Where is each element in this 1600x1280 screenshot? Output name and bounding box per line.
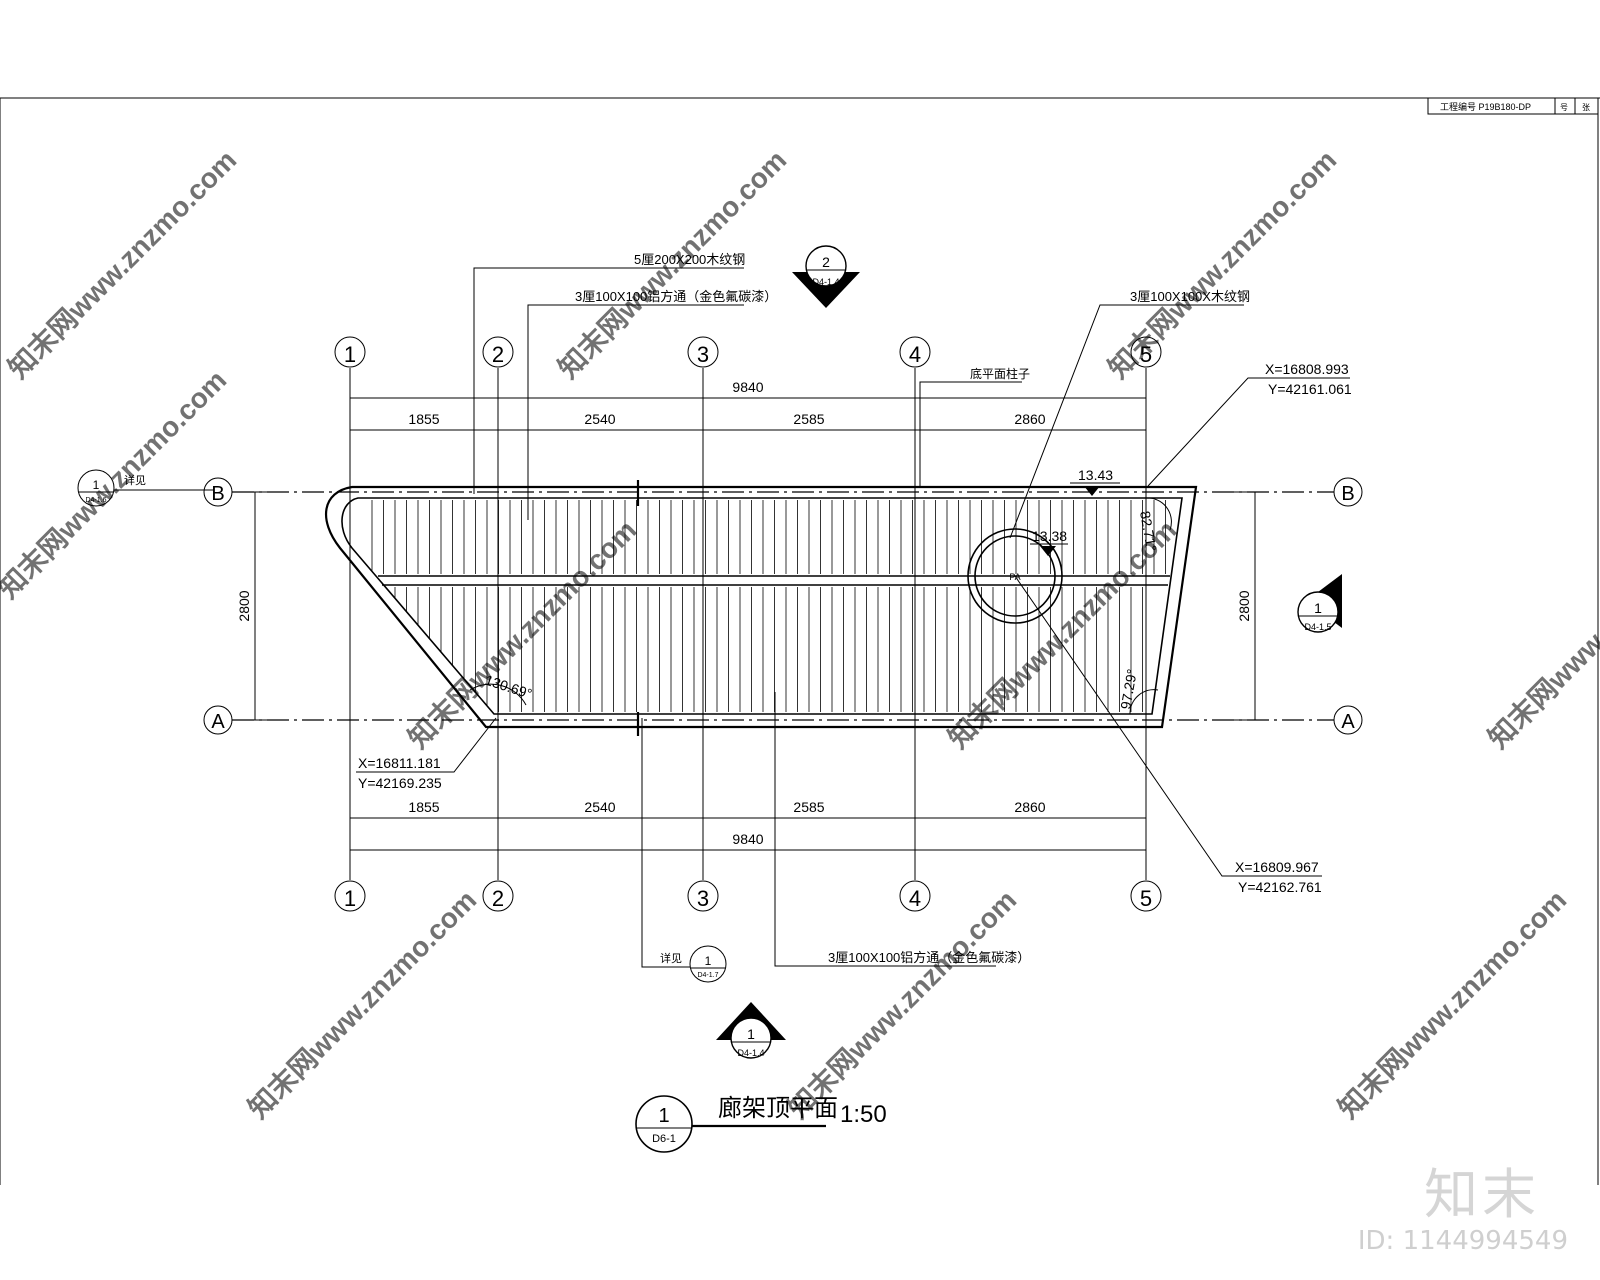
detail-ref: D4-1.6 [85,497,106,504]
callouts: 5厘200X200木纹钢 3厘100X100铝方通（金色氟碳漆） 3厘100X1… [356,252,1352,967]
dim-text: 2800 [236,590,252,621]
title-cell-a: 号 [1560,103,1568,112]
section-num: 1 [747,1026,755,1042]
dimension-lines: 9840 1855 2540 2585 2860 1855 2540 2585 … [236,379,1262,851]
detail-num: 1 [705,954,712,968]
angle-text: 130.69° [483,672,534,702]
watermark: 知末网www.znzmo.com [1482,513,1600,754]
level-text: 13.38 [1032,528,1067,544]
dim-text: 1855 [408,411,439,427]
watermark: 知末网www.znzmo.com [1332,883,1573,1124]
coord-text: X=16811.181 [358,755,441,771]
dim-text: 2860 [1014,411,1045,427]
axis-label: 3 [697,886,709,911]
section-ref: D4-1.5 [1304,622,1331,632]
section-ref: D4-1.4 [812,277,839,287]
callout-text: 底平面柱子 [970,366,1030,381]
level-text: 13.43 [1078,467,1113,483]
column-label: PA [1009,572,1020,582]
title-name: 廊架顶平面 [718,1095,838,1122]
callout-text: 5厘200X200木纹钢 [634,252,745,267]
see-detail-text: 详见 [124,473,146,487]
coord-text: Y=42162.761 [1238,879,1322,895]
dim-text: 2585 [793,799,824,815]
column-bubbles-bottom: 1 2 3 4 5 [334,880,1162,912]
axis-label: 1 [344,886,356,911]
axis-label: 5 [1140,886,1152,911]
axis-label: A [211,711,225,733]
callout-text: 3厘100X100X木纹钢 [1130,289,1250,304]
dim-text: 2540 [584,799,615,815]
sheet-frame: 工程编号 P19B180-DP 号 张 [0,97,1600,1185]
drawing-title: 1 D6-1 廊架顶平面 1:50 [635,1095,887,1153]
title-ref: D6-1 [652,1133,676,1145]
section-mark-top: 2 D4-1.4 [792,245,860,308]
watermark: 知末网www.znzmo.com [0,363,232,604]
watermark: 知末网www.znzmo.com [402,513,643,754]
watermark-layer: 知末网www.znzmo.com 知末网www.znzmo.com 知末网www… [0,143,1600,1124]
detail-mark-left: 1 D4-1.6 详见 [77,469,214,507]
dim-text: 1855 [408,799,439,815]
project-code: 工程编号 P19B180-DP [1440,101,1531,112]
dim-text: 2540 [584,411,615,427]
section-mark-right: 1 D4-1.5 [1297,574,1342,633]
axis-label: B [211,483,224,505]
axis-label: 5 [1140,342,1152,367]
grid-axes [232,368,1334,880]
title-num: 1 [658,1105,669,1127]
axis-label: 2 [492,886,504,911]
dim-text: 2800 [1236,590,1252,621]
dim-text: 9840 [732,831,763,847]
roof-slats [371,500,1166,712]
level-marks: 13.43 13.38 [1030,467,1120,556]
watermark: 知末网www.znzmo.com [1102,143,1343,384]
axis-label: 4 [909,886,921,911]
dim-text: 9840 [732,379,763,395]
brand-id: ID: 1144994549 [1357,1226,1568,1256]
trellis-roof: PA [324,480,1198,736]
section-num: 1 [1314,600,1322,616]
title-cell-b: 张 [1582,103,1590,112]
angle-text: 82.71° [1137,510,1160,553]
brand-logo: 知末 [1424,1163,1540,1226]
dim-text: 2860 [1014,799,1045,815]
column-bubbles-top: 1 2 3 4 5 [334,336,1162,368]
dim-text: 2585 [793,411,824,427]
see-detail-text: 详见 [660,951,682,965]
title-scale: 1:50 [840,1101,887,1128]
axis-label: 2 [492,342,504,367]
coord-text: X=16808.993 [1265,361,1349,377]
detail-num: 1 [93,478,100,492]
section-num: 2 [822,254,830,270]
section-ref: D4-1.4 [737,1048,764,1058]
axis-label: 4 [909,342,921,367]
watermark: 知末网www.znzmo.com [782,883,1023,1124]
section-mark-bottom: 1 D4-1.4 [716,1002,786,1059]
detail-mark-bottom: 1 D4-1.7 详见 [641,718,727,983]
coord-text: X=16809.967 [1235,859,1319,875]
callout-text: 3厘100X100铝方通（金色氟碳漆） [828,950,1030,965]
row-bubbles: B A B A [203,477,1363,735]
callout-text: 3厘100X100铝方通（金色氟碳漆） [575,289,777,304]
axis-label: 1 [344,342,356,367]
watermark: 知末网www.znzmo.com [2,143,243,384]
axis-label: A [1341,711,1355,733]
axis-label: B [1341,483,1354,505]
angle-text: 97.29° [1117,668,1140,711]
coord-text: Y=42161.061 [1268,381,1352,397]
watermark: 知末网www.znzmo.com [242,883,483,1124]
axis-label: 3 [697,342,709,367]
detail-ref: D4-1.7 [697,972,718,979]
coord-text: Y=42169.235 [358,775,442,791]
